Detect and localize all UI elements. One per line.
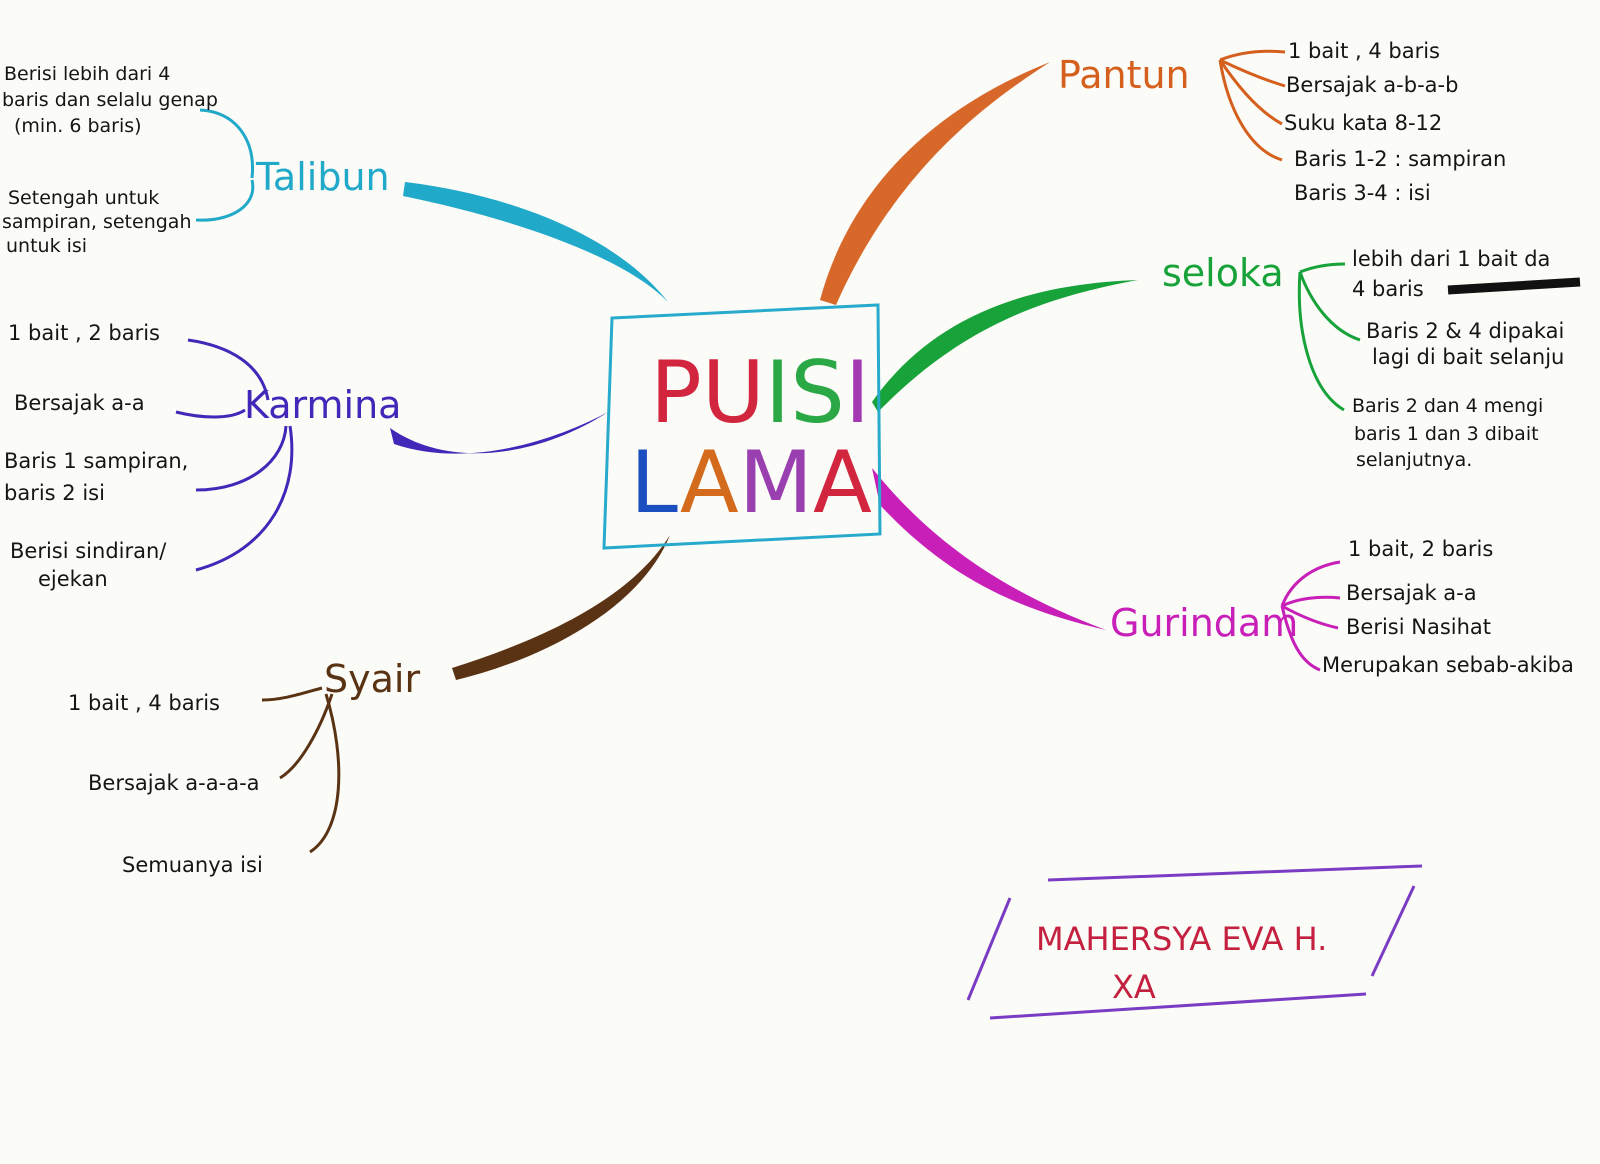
gurindam-note-2: Bersajak a-a (1346, 581, 1477, 605)
seloka-note-1: lebih dari 1 bait da (1352, 247, 1550, 271)
pantun-note-2: Bersajak a-b-a-b (1286, 73, 1458, 97)
center-letter: U (702, 343, 765, 443)
gurindam-notes: 1 bait, 2 baris Bersajak a-a Berisi Nasi… (1322, 537, 1574, 677)
karmina-note-4: baris 2 isi (4, 481, 105, 505)
seloka-note-6: baris 1 dan 3 dibait (1354, 423, 1539, 445)
karmina-notes: 1 bait , 2 baris Bersajak a-a Baris 1 sa… (4, 321, 188, 591)
branch-syair-ribbon (452, 535, 670, 680)
author-label: MAHERSYA EVA H. XA (966, 864, 1423, 1020)
pantun-connectors (1218, 49, 1286, 162)
seloka-scribble (1447, 277, 1581, 295)
seloka-note-5: Baris 2 dan 4 mengi (1352, 395, 1543, 417)
talibun-note-1: Berisi lebih dari 4 (4, 63, 170, 85)
center-letter: I (765, 343, 790, 443)
center-title-line1: PUISI (650, 343, 870, 443)
seloka-note-2: 4 baris (1352, 277, 1424, 301)
talibun-note-3: (min. 6 baris) (14, 115, 142, 137)
center-letter: A (680, 433, 739, 533)
branch-gurindam-ribbon (872, 468, 1106, 630)
seloka-note-7: selanjutnya. (1356, 449, 1472, 471)
center-title: PUISI LAMA (630, 343, 872, 533)
branch-gurindam-title: Gurindam (1110, 601, 1298, 645)
author-class: XA (1112, 968, 1156, 1006)
pantun-note-3: Suku kata 8-12 (1284, 111, 1442, 135)
seloka-note-4: lagi di bait selanju (1372, 345, 1564, 369)
syair-note-3: Semuanya isi (122, 853, 263, 877)
center-letter: I (845, 343, 870, 443)
branch-karmina-title: Karmina (244, 383, 401, 427)
pantun-note-1: 1 bait , 4 baris (1288, 39, 1440, 63)
center-letter: L (630, 433, 680, 533)
gurindam-note-1: 1 bait, 2 baris (1348, 537, 1493, 561)
seloka-connectors (1297, 262, 1361, 412)
karmina-connectors (175, 338, 294, 572)
syair-notes: 1 bait , 4 baris Bersajak a-a-a-a Semuan… (68, 691, 263, 877)
talibun-note-4: Setengah untuk (8, 187, 159, 209)
seloka-note-3: Baris 2 & 4 dipakai (1366, 319, 1564, 343)
branch-talibun-ribbon (403, 182, 668, 302)
gurindam-note-4: Merupakan sebab-akiba (1322, 653, 1574, 677)
pantun-notes: 1 bait , 4 baris Bersajak a-b-a-b Suku k… (1284, 39, 1506, 205)
talibun-connectors (195, 108, 255, 222)
branch-pantun-ribbon (820, 62, 1050, 305)
talibun-note-6: untuk isi (6, 235, 87, 257)
talibun-note-5: sampiran, setengah (2, 211, 191, 233)
branch-seloka-title: seloka (1162, 251, 1284, 295)
center-letter: P (650, 343, 702, 443)
syair-note-2: Bersajak a-a-a-a (88, 771, 260, 795)
syair-note-1: 1 bait , 4 baris (68, 691, 220, 715)
karmina-note-3: Baris 1 sampiran, (4, 449, 188, 473)
branch-seloka-ribbon (872, 280, 1138, 412)
talibun-note-2: baris dan selalu genap (2, 89, 218, 111)
talibun-notes: Berisi lebih dari 4 baris dan selalu gen… (2, 63, 218, 257)
branch-karmina-ribbon (390, 412, 608, 454)
karmina-note-6: ejekan (38, 567, 108, 591)
pantun-note-4: Baris 1-2 : sampiran (1294, 147, 1506, 171)
branch-syair-title: Syair (324, 657, 420, 701)
author-frame (966, 864, 1423, 1020)
center-letter: A (813, 433, 872, 533)
center-box (602, 303, 882, 550)
center-letter: S (790, 343, 845, 443)
seloka-notes: lebih dari 1 bait da 4 baris Baris 2 & 4… (1352, 247, 1581, 471)
author-name: MAHERSYA EVA H. (1036, 920, 1327, 958)
karmina-note-1: 1 bait , 2 baris (8, 321, 160, 345)
gurindam-note-3: Berisi Nasihat (1346, 615, 1491, 639)
karmina-note-2: Bersajak a-a (14, 391, 145, 415)
branch-talibun-title: Talibun (255, 155, 390, 199)
syair-connectors (261, 686, 341, 854)
pantun-note-5: Baris 3-4 : isi (1294, 181, 1431, 205)
center-title-line2: LAMA (630, 433, 872, 533)
branch-pantun-title: Pantun (1058, 53, 1190, 97)
center-letter: M (739, 433, 813, 533)
gurindam-connectors (1280, 560, 1341, 672)
karmina-note-5: Berisi sindiran/ (10, 539, 167, 563)
